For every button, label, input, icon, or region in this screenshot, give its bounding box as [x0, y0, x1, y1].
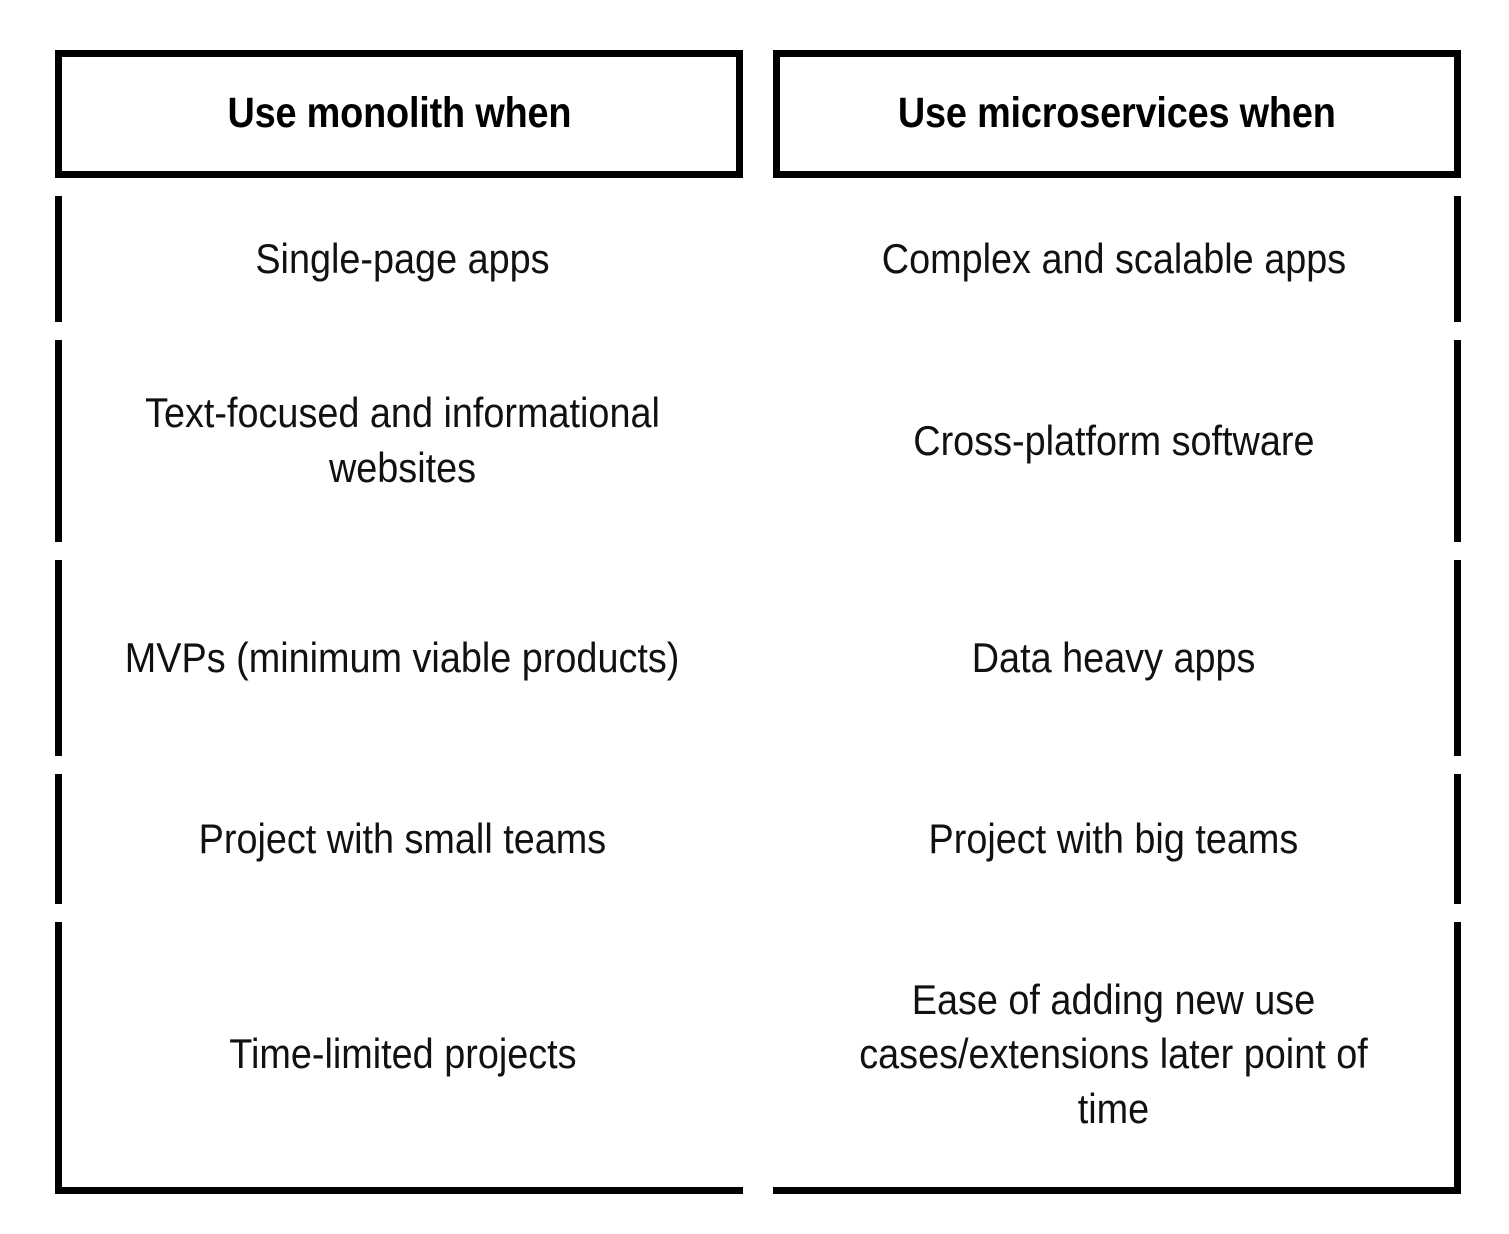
cell-monolith: Project with small teams [55, 774, 743, 904]
column-header-monolith: Use monolith when [55, 50, 743, 178]
cell-text: Time-limited projects [228, 1030, 577, 1078]
cell-text: Data heavy apps [971, 633, 1256, 681]
column-header-microservices-label: Use microservices when [898, 89, 1336, 138]
cell-microservices: Ease of adding new use cases/extensions … [773, 922, 1461, 1194]
cell-text: Project with small teams [198, 814, 607, 862]
cell-text: Complex and scalable apps [881, 234, 1346, 282]
cell-monolith: MVPs (minimum viable products) [55, 560, 743, 756]
cell-text: MVPs (minimum viable products) [125, 633, 680, 681]
cell-monolith: Time-limited projects [55, 922, 743, 1194]
cell-text: Single-page apps [255, 234, 550, 282]
table-row: Text-focused and informational websites … [55, 340, 1461, 542]
table-row: Time-limited projects Ease of adding new… [55, 922, 1461, 1194]
cell-microservices: Complex and scalable apps [773, 196, 1461, 322]
table-row: Single-page apps Complex and scalable ap… [55, 196, 1461, 322]
cell-microservices: Data heavy apps [773, 560, 1461, 756]
cell-monolith: Single-page apps [55, 196, 743, 322]
cell-text: Project with big teams [928, 814, 1299, 862]
column-header-monolith-label: Use monolith when [227, 89, 571, 138]
table-body: Single-page apps Complex and scalable ap… [55, 196, 1461, 1194]
table-row: Project with small teams Project with bi… [55, 774, 1461, 904]
table-row: MVPs (minimum viable products) Data heav… [55, 560, 1461, 756]
cell-text: Text-focused and informational websites [145, 389, 660, 491]
cell-microservices: Project with big teams [773, 774, 1461, 904]
table-header-row: Use monolith when Use microservices when [55, 50, 1461, 178]
cell-text: Cross-platform software [912, 416, 1315, 464]
cell-text: Ease of adding new use cases/extensions … [859, 975, 1368, 1132]
cell-monolith: Text-focused and informational websites [55, 340, 743, 542]
column-header-microservices: Use microservices when [773, 50, 1461, 178]
cell-microservices: Cross-platform software [773, 340, 1461, 542]
